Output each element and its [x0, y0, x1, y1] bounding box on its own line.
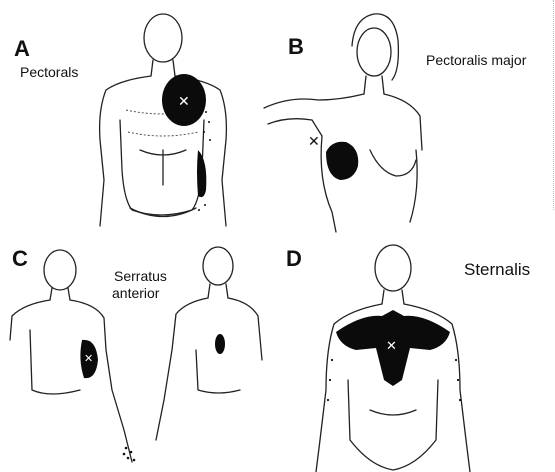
back-torso-outline [156, 247, 262, 440]
x-mark-icon: ✕ [84, 352, 93, 365]
front-body-outline [100, 14, 227, 226]
panel-a: A Pectorals ✕ [0, 0, 270, 230]
breast-pain-zone [326, 142, 358, 180]
x-mark-icon: ✕ [386, 339, 397, 354]
panel-a-figure: ✕ [0, 0, 270, 230]
arm-referral-zone [197, 150, 206, 197]
panel-d: D Sternalis ✕ [270, 240, 555, 472]
female-body-outline [264, 14, 422, 232]
x-mark-icon: ✕ [178, 94, 190, 110]
panel-c: C Serratus anterior ✕ [0, 240, 270, 472]
panel-b: B Pectoralis major ✕ [270, 0, 555, 230]
panel-d-figure: ✕ [270, 240, 555, 472]
x-mark-icon: ✕ [308, 134, 320, 150]
panel-c-figure: ✕ [0, 240, 270, 472]
panel-b-figure: ✕ [270, 0, 555, 230]
back-pain-zone [215, 334, 225, 354]
front-torso-outline [10, 250, 132, 462]
